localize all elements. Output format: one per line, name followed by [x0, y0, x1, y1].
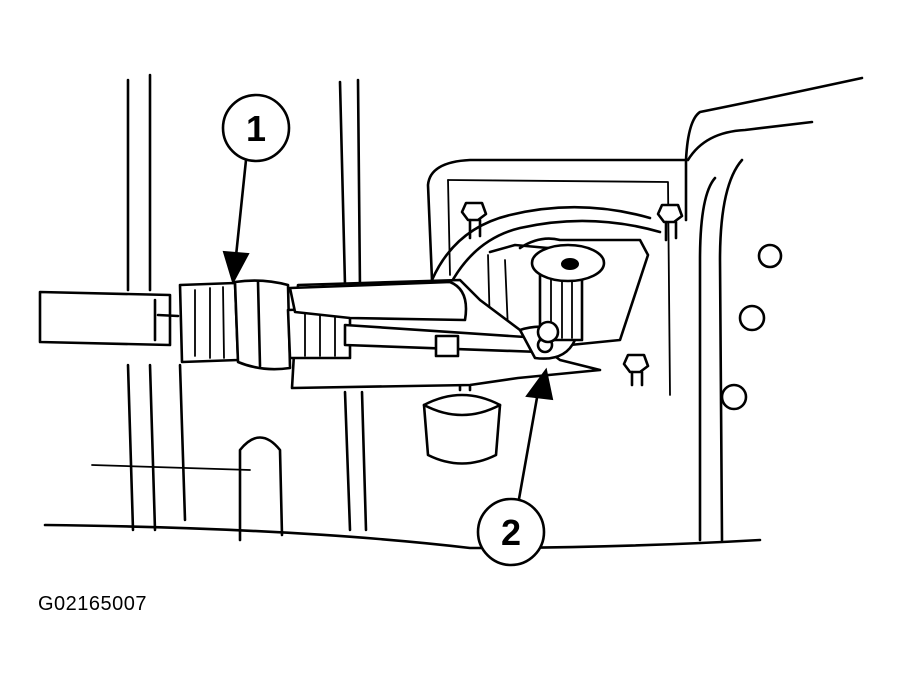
left-frame-rail — [91, 73, 368, 542]
callout-2: 2 — [476, 367, 554, 567]
figure-id: G02165007 — [38, 593, 148, 615]
slide-hammer-shaft — [38, 290, 180, 347]
floor-line — [43, 523, 762, 550]
callout-1-label: 1 — [246, 108, 266, 149]
lower-plug — [422, 393, 502, 465]
bolt-icon — [622, 353, 650, 387]
transmission-housing — [426, 76, 864, 542]
callout-1: 1 — [221, 93, 291, 285]
bolt-icon — [656, 203, 684, 242]
adapter-fitting — [178, 279, 352, 371]
splined-shaft — [530, 243, 606, 344]
bolt-icon — [460, 201, 488, 240]
callout-2-label: 2 — [501, 512, 521, 553]
tool-linkage — [288, 280, 577, 360]
